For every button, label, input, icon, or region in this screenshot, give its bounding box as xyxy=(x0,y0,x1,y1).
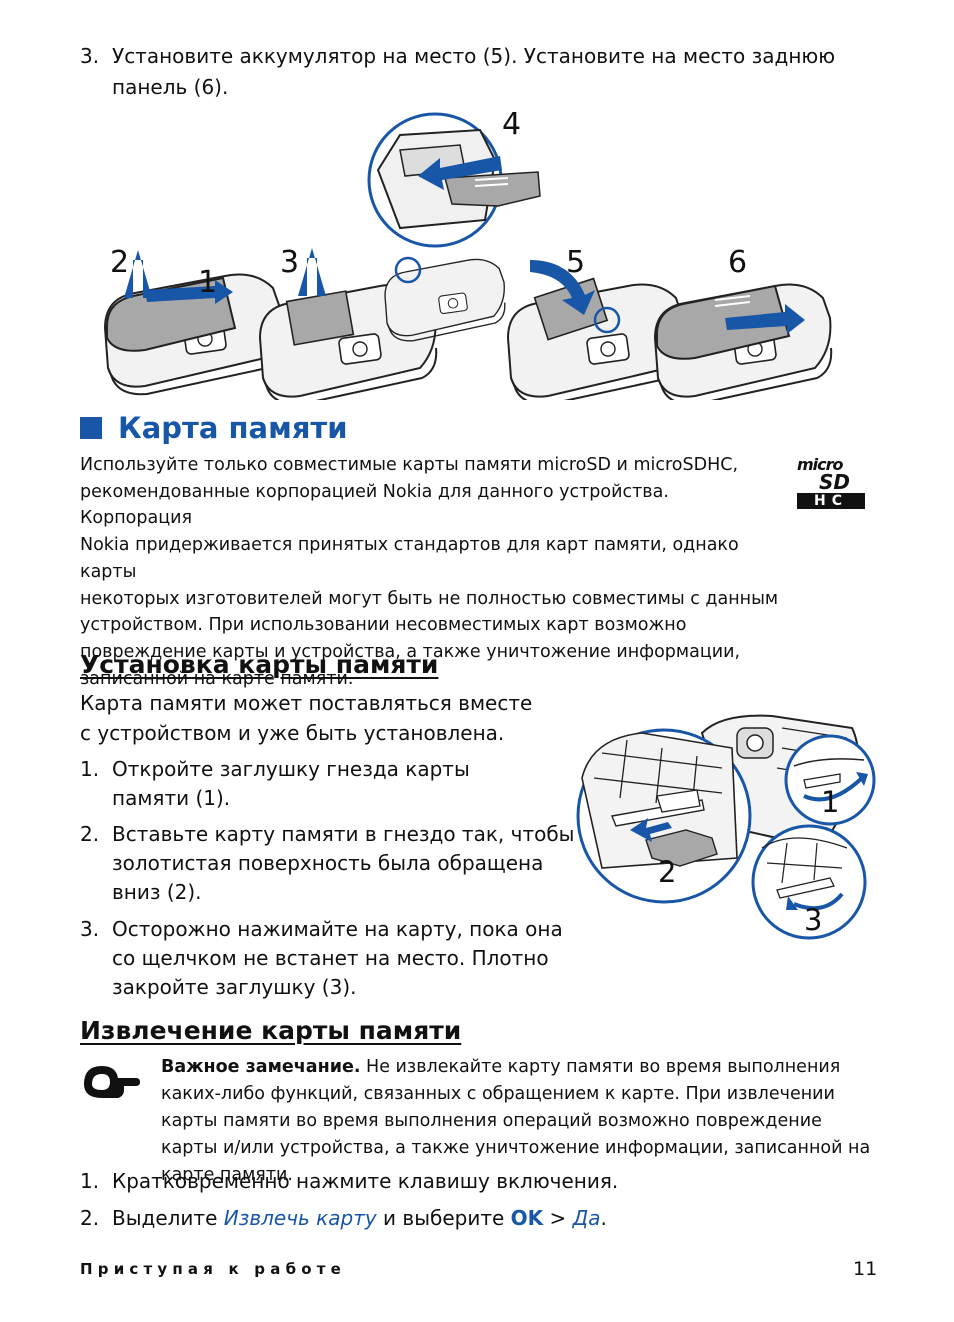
logo-micro-text: micro xyxy=(797,455,844,474)
install-heading: Установка карты памяти xyxy=(80,650,439,679)
intro-paragraph: Используйте только совместимые карты пам… xyxy=(80,452,780,692)
phone-battery-removal xyxy=(259,283,438,400)
step-text: золотистая поверхность была обращена xyxy=(112,851,544,875)
intro-line: некоторых изготовителей могут быть не по… xyxy=(80,588,779,609)
menu-item-eject-card: Извлечь карту xyxy=(223,1206,377,1230)
microsdhc-logo: micro SD HC xyxy=(797,457,865,515)
step-text: Осторожно нажимайте на карту, пока она xyxy=(112,917,563,941)
step-text-part: . xyxy=(600,1206,607,1230)
figure-label-1: 1 xyxy=(821,785,839,819)
figure-label-1: 1 xyxy=(198,265,217,300)
up-arrow-icon xyxy=(298,248,326,296)
page-number: 11 xyxy=(853,1258,878,1280)
section-title-text: Карта памяти xyxy=(118,411,348,445)
figure-label-3: 3 xyxy=(804,903,822,937)
footer-chapter-label: Приступая к работе xyxy=(80,1260,347,1278)
install-intro: Карта памяти может поставляться вместе с… xyxy=(80,688,532,748)
phone-cover-removal xyxy=(104,273,283,396)
step-text: вниз (2). xyxy=(112,880,202,904)
step-text: со щелчком не встанет на место. Плотно xyxy=(112,946,549,970)
intro-line: записанной на карте памяти. xyxy=(80,668,354,689)
step-number: 3. xyxy=(80,44,100,68)
step-text-line2: панель (6). xyxy=(112,75,229,99)
up-arrow-icon xyxy=(124,250,152,298)
figure-label-3: 3 xyxy=(280,245,299,280)
section-title: Карта памяти xyxy=(80,409,348,447)
figure-label-2: 2 xyxy=(658,855,676,889)
phone-small-slot-view xyxy=(384,258,506,342)
install-intro-line: Карта памяти может поставляться вместе xyxy=(80,691,533,715)
step-text: закройте заглушку (3). xyxy=(112,975,357,999)
step-text-line1: Установите аккумулятор на место (5). Уст… xyxy=(112,44,836,68)
zoom-slot-large xyxy=(576,728,752,904)
install-intro-line: с устройством и уже быть установлена. xyxy=(80,721,505,745)
step-number: 1. xyxy=(80,1169,100,1193)
step-text: Выделите Извлечь карту и выберите OK > Д… xyxy=(112,1204,607,1233)
card-install-illustration: 2 1 3 xyxy=(576,714,876,940)
battery-install-illustration: 2 1 3 4 5 6 xyxy=(104,110,833,400)
phone-cover-install xyxy=(654,283,833,400)
intro-line: устройством. При использовании несовмест… xyxy=(80,615,687,636)
note-label: Важное замечание. xyxy=(161,1057,361,1077)
figure-label-2: 2 xyxy=(110,245,129,280)
note-text: Не извлекайте карту памяти во время выпо… xyxy=(161,1057,871,1185)
logo-sd-text: SD xyxy=(819,470,851,494)
figure-label-5: 5 xyxy=(566,245,585,280)
logo-hc-text: HC xyxy=(797,493,865,509)
menu-item-yes: Да xyxy=(572,1206,601,1230)
ok-key-label: OK xyxy=(510,1206,544,1230)
step-text: памяти (1). xyxy=(112,786,231,810)
step-number: 2. xyxy=(80,1206,100,1230)
step-text-part: > xyxy=(543,1206,573,1230)
intro-line: повреждение карты и устройства, а также … xyxy=(80,641,741,662)
remove-heading: Извлечение карты памяти xyxy=(80,1016,462,1045)
hand-pointing-icon xyxy=(84,1066,140,1098)
intro-line: Используйте только совместимые карты пам… xyxy=(80,455,739,475)
step-number: 1. xyxy=(80,757,100,781)
important-note: Важное замечание. Не извлекайте карту па… xyxy=(161,1054,881,1189)
figure-label-6: 6 xyxy=(728,245,747,280)
curved-arrow-icon xyxy=(530,260,595,315)
zoom-cover-open xyxy=(784,734,876,826)
step-number: 2. xyxy=(80,822,100,846)
zoom-card-insert xyxy=(367,112,541,248)
step-number: 3. xyxy=(80,917,100,941)
zoom-cover-close xyxy=(751,824,867,940)
figure-label-4: 4 xyxy=(502,110,521,142)
step-text-part: и выберите xyxy=(376,1206,511,1230)
step-text: Кратковременно нажмите клавишу включения… xyxy=(112,1169,619,1193)
step-text: Откройте заглушку гнезда карты xyxy=(112,757,470,781)
step-text-part: Выделите xyxy=(112,1206,224,1230)
intro-line: Nokia придерживается принятых стандартов… xyxy=(80,535,739,582)
intro-line: рекомендованные корпорацией Nokia для да… xyxy=(80,481,669,529)
step-text: Вставьте карту памяти в гнездо так, чтоб… xyxy=(112,822,575,846)
section-square-icon xyxy=(80,417,102,439)
